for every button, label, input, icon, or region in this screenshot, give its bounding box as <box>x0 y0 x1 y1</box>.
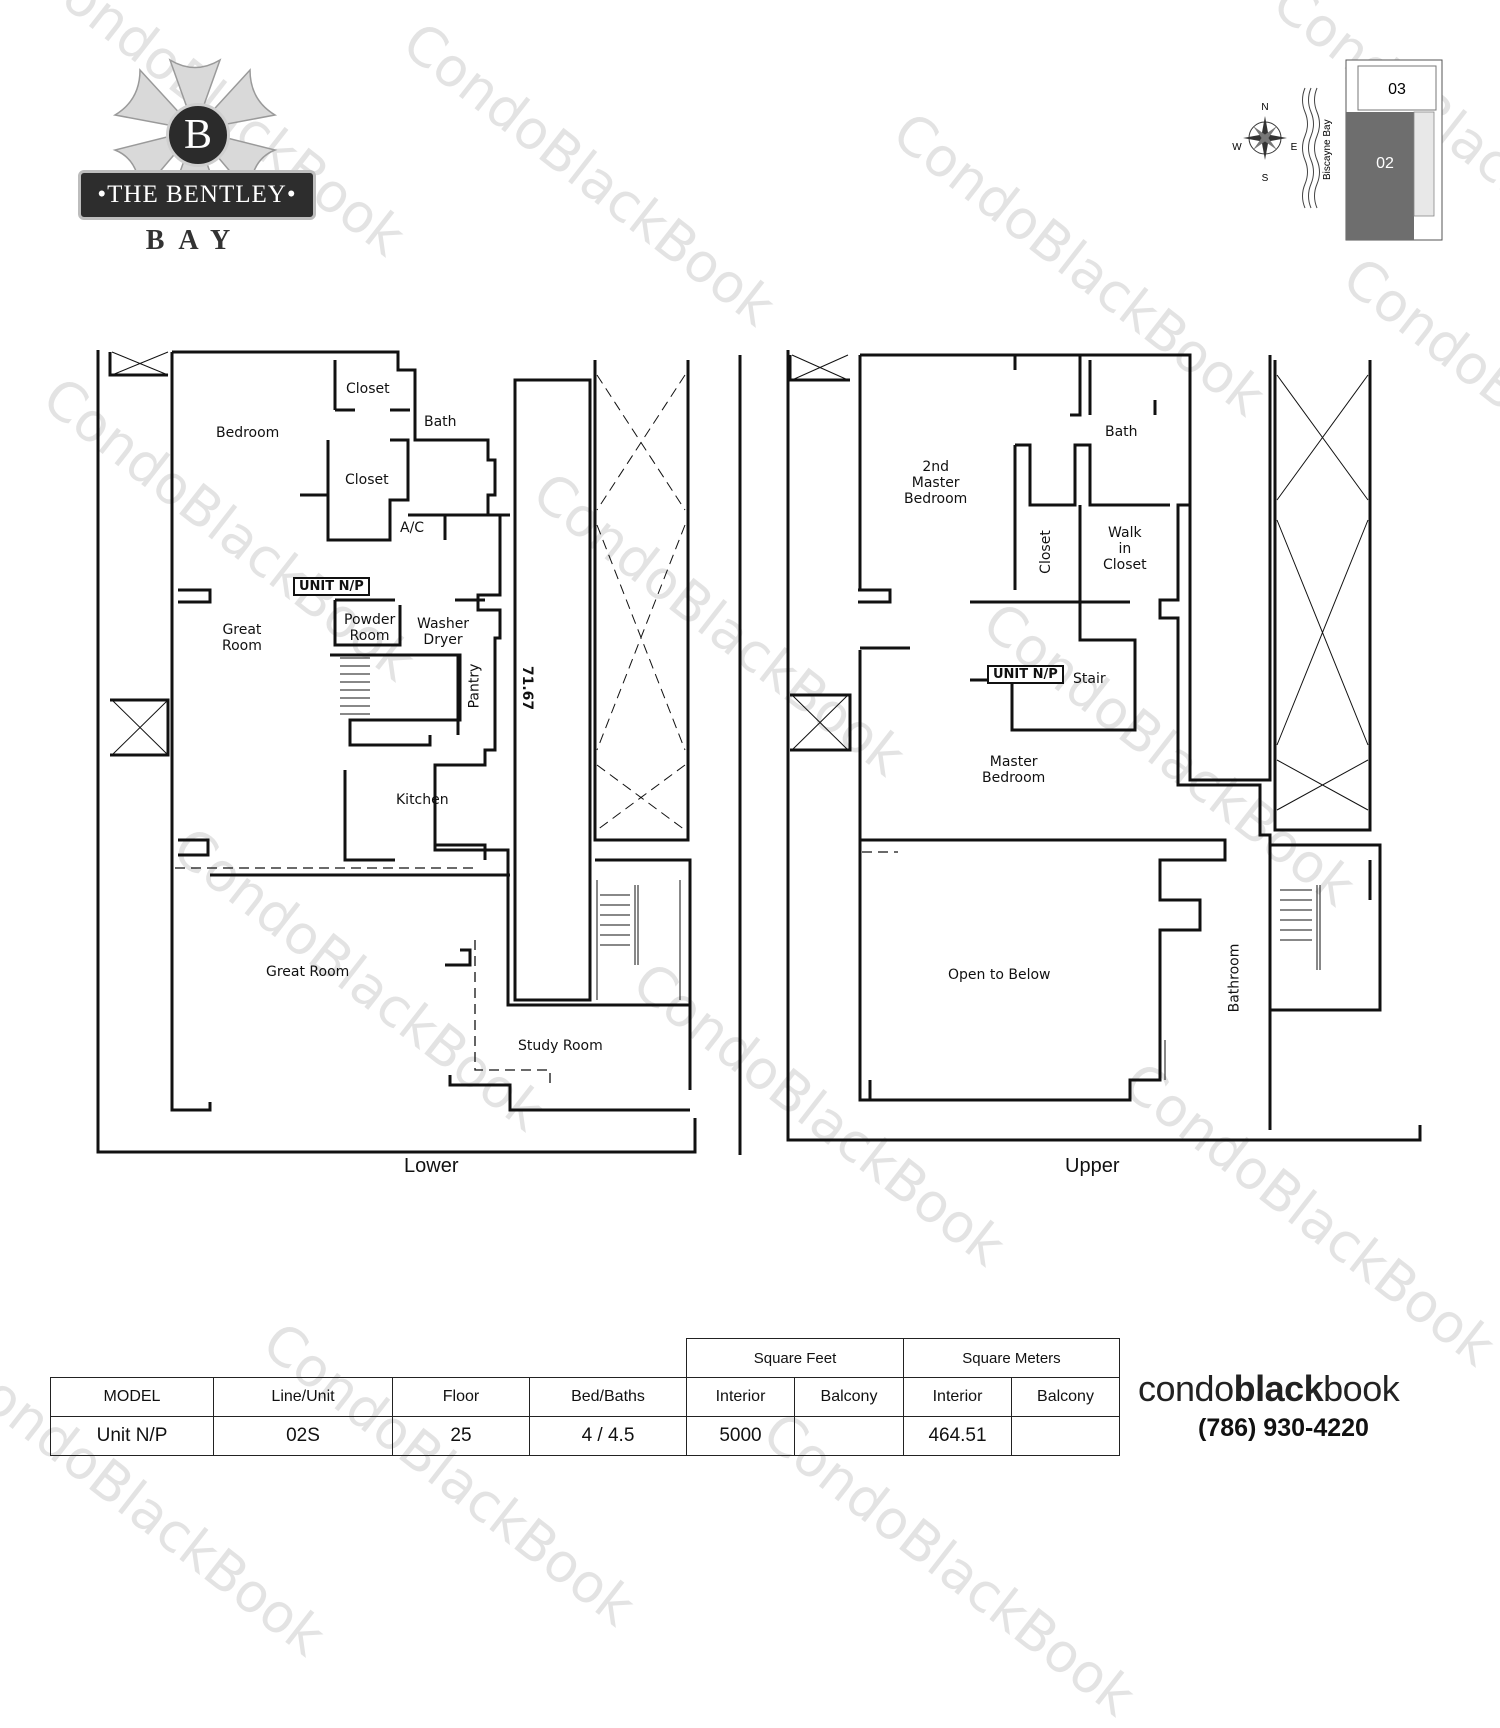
value-sf-interior: 5000 <box>686 1416 795 1456</box>
lower-plan-drawing <box>96 350 742 1155</box>
upper-plan-caption: Upper <box>1065 1155 1120 1177</box>
value-bed-baths: 4 / 4.5 <box>529 1416 687 1456</box>
monogram-badge: B <box>166 103 230 167</box>
room-great-room-lower: Great Room <box>266 964 350 980</box>
key-plan-drawing: N S E W Biscayne Bay 03 02 <box>1232 59 1443 241</box>
room-stair: Stair <box>1073 671 1106 687</box>
logo-subtitle: BAY <box>145 225 245 256</box>
dimension-label: 71.67 <box>519 665 536 711</box>
square-meters-header: Square Meters <box>903 1338 1120 1378</box>
compass-icon <box>1243 116 1287 160</box>
compass-s: S <box>1262 173 1269 184</box>
header-sm-balcony: Balcony <box>1011 1377 1120 1417</box>
header-floor: Floor <box>392 1377 530 1417</box>
room-bath: Bath <box>1105 424 1138 440</box>
brand-part-1: condo <box>1138 1368 1234 1409</box>
phone-number[interactable]: (786) 930-4220 <box>1198 1414 1369 1442</box>
lower-plan-caption: Lower <box>404 1155 459 1177</box>
key-plan-unit-02: 02 <box>1376 155 1394 172</box>
room-closet-top: Closet <box>346 381 390 397</box>
room-great-room-upper: Great Room <box>222 622 262 654</box>
unit-tag: UNIT N/P <box>293 577 370 596</box>
room-washer-dryer: Washer Dryer <box>417 616 470 648</box>
stair-treads <box>1280 889 1312 941</box>
room-open-to-below: Open to Below <box>948 967 1051 983</box>
room-kitchen: Kitchen <box>396 792 449 808</box>
room-ac: A/C <box>400 520 425 536</box>
lower-floor-plan: Closet Bath Bedroom Closet A/C UNIT N/P … <box>90 340 750 1177</box>
water-waves-icon <box>1302 87 1320 209</box>
value-sf-balcony <box>794 1416 904 1456</box>
key-plan-unit-03: 03 <box>1388 81 1406 98</box>
watermark: CondoBlackBook <box>391 10 787 339</box>
water-label: Biscayne Bay <box>1322 119 1333 180</box>
compass-n: N <box>1261 102 1268 113</box>
header-line-unit: Line/Unit <box>213 1377 393 1417</box>
compass-w: W <box>1232 142 1242 153</box>
stair-treads <box>340 657 630 946</box>
header-bed-baths: Bed/Baths <box>529 1377 687 1417</box>
value-line-unit: 02S <box>213 1416 393 1456</box>
brand-part-2: black <box>1233 1368 1324 1409</box>
logo-name-banner: •THE BENTLEY• <box>78 170 316 220</box>
compass-e: E <box>1291 142 1298 153</box>
room-second-master-bedroom: 2nd Master Bedroom <box>904 459 968 507</box>
unit-spec-table: Square Feet Square Meters MODEL Line/Uni… <box>50 1338 1120 1456</box>
header-sf-balcony: Balcony <box>794 1377 904 1417</box>
upper-floor-plan: Bath 2nd Master Bedroom Closet Walk in C… <box>780 340 1430 1177</box>
brand-logo: condoblackbook <box>1138 1368 1400 1410</box>
header-sf-interior: Interior <box>686 1377 795 1417</box>
room-bathroom: Bathroom <box>1226 943 1243 1013</box>
key-plan: N S E W Biscayne Bay 03 02 <box>1230 58 1450 248</box>
room-walk-in-closet: Walk in Closet <box>1103 525 1147 573</box>
room-bath: Bath <box>424 414 457 430</box>
value-sm-interior: 464.51 <box>903 1416 1012 1456</box>
room-closet-mid: Closet <box>345 472 389 488</box>
header-model: MODEL <box>50 1377 214 1417</box>
building-logo: B •THE BENTLEY• BAY <box>70 55 320 265</box>
value-sm-balcony <box>1011 1416 1120 1456</box>
table-row: Unit N/P 02S 25 4 / 4.5 5000 464.51 <box>50 1416 1120 1456</box>
room-pantry: Pantry <box>466 663 483 709</box>
value-floor: 25 <box>392 1416 530 1456</box>
value-model: Unit N/P <box>50 1416 214 1456</box>
room-bedroom: Bedroom <box>216 425 280 441</box>
room-closet: Closet <box>1037 530 1054 574</box>
square-feet-header: Square Feet <box>686 1338 904 1378</box>
upper-plan-drawing <box>786 350 1422 1142</box>
room-powder-room: Powder Room <box>344 612 396 644</box>
header-sm-interior: Interior <box>903 1377 1012 1417</box>
room-study-room: Study Room <box>518 1038 603 1054</box>
room-master-bedroom: Master Bedroom <box>982 754 1046 786</box>
unit-tag: UNIT N/P <box>987 665 1064 684</box>
brand-part-3: book <box>1323 1368 1400 1409</box>
